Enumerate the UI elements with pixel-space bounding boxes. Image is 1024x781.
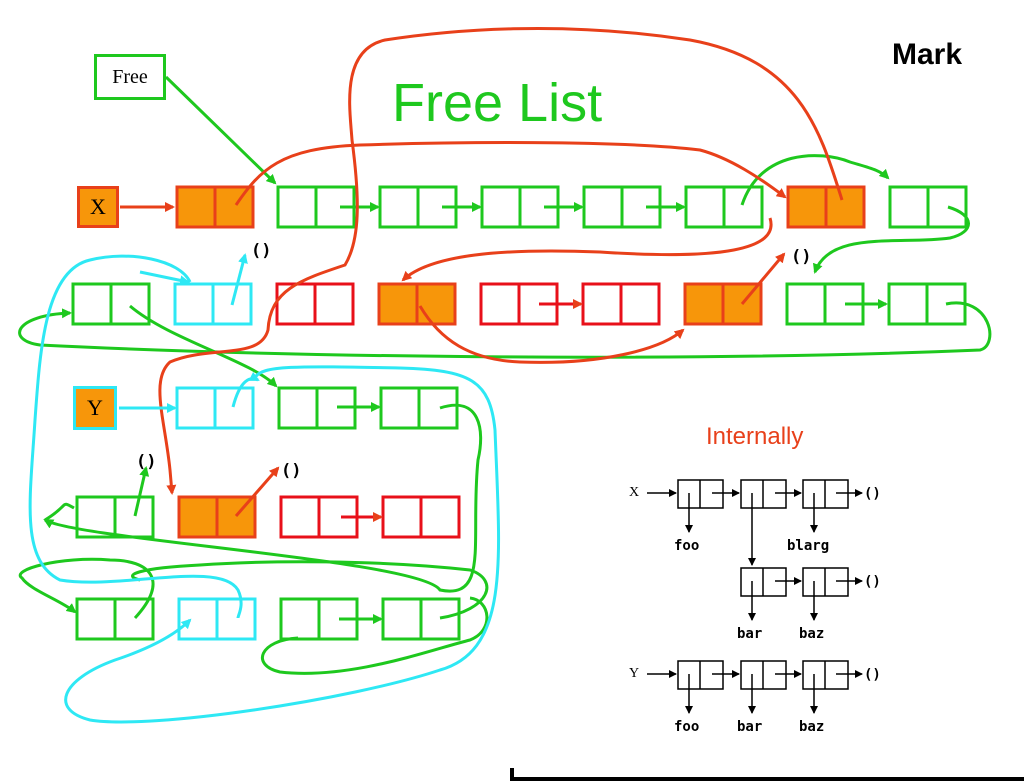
- free-list-pointers: [18, 75, 992, 675]
- row2-cells: [71, 282, 967, 326]
- internal-x-label: X: [629, 485, 640, 500]
- nil-pointers: [133, 466, 150, 517]
- internal-nil: (): [864, 574, 881, 590]
- nil-label: (): [136, 452, 157, 472]
- atom-label: blarg: [787, 538, 830, 554]
- x-root: X: [77, 186, 119, 228]
- y-reachable-pointers: [28, 253, 501, 724]
- page-title: Free List: [392, 73, 603, 133]
- cell-r3-1-reachable: [175, 386, 255, 430]
- nil-label: (): [791, 247, 812, 267]
- unmarked-pointers: [341, 299, 583, 522]
- cell-r3-3-free: [379, 386, 459, 430]
- atom-label: bar: [737, 626, 763, 642]
- atom-label: bar: [737, 719, 763, 735]
- cell-r2-4-marked: [377, 282, 457, 326]
- cell-r4-2-marked: [177, 495, 257, 539]
- cell-r5-4-free: [381, 597, 461, 641]
- cell-r2-2-reachable: [173, 282, 253, 326]
- free-root: Free: [94, 54, 166, 100]
- internal-nil: (): [864, 667, 881, 683]
- internal-nil: (): [864, 486, 881, 502]
- cell-r5-1-free: [75, 597, 155, 641]
- phase-label: Mark: [892, 38, 963, 71]
- cell-r4-4-unmarked: [381, 495, 461, 539]
- atom-label: foo: [674, 538, 700, 554]
- cell-r5-2-reachable: [177, 597, 257, 641]
- atom-label: baz: [799, 626, 825, 642]
- row5-cells: [75, 597, 461, 641]
- row1-cells: [175, 185, 968, 229]
- cell-r2-7-marked: [683, 282, 763, 326]
- internally-title: Internally: [706, 423, 804, 450]
- marked-pointers: [120, 26, 844, 517]
- internally-diagram: [647, 479, 863, 714]
- atom-label: foo: [674, 719, 700, 735]
- internal-y-label: Y: [629, 666, 640, 681]
- row3-cells: [175, 386, 459, 430]
- nil-label: (): [281, 461, 302, 481]
- cell-r1-8-free: [888, 185, 968, 229]
- row4-cells: [75, 495, 461, 539]
- cell-r2-1-free: [71, 282, 151, 326]
- cell-r2-6-unmarked: [581, 282, 661, 326]
- cell-r1-1-marked: [175, 185, 255, 229]
- atom-label: baz: [799, 719, 825, 735]
- nil-label: (): [251, 241, 272, 261]
- cell-r1-7-marked: [786, 185, 866, 229]
- cell-r1-6-free: [684, 185, 764, 229]
- y-root: Y: [73, 386, 117, 430]
